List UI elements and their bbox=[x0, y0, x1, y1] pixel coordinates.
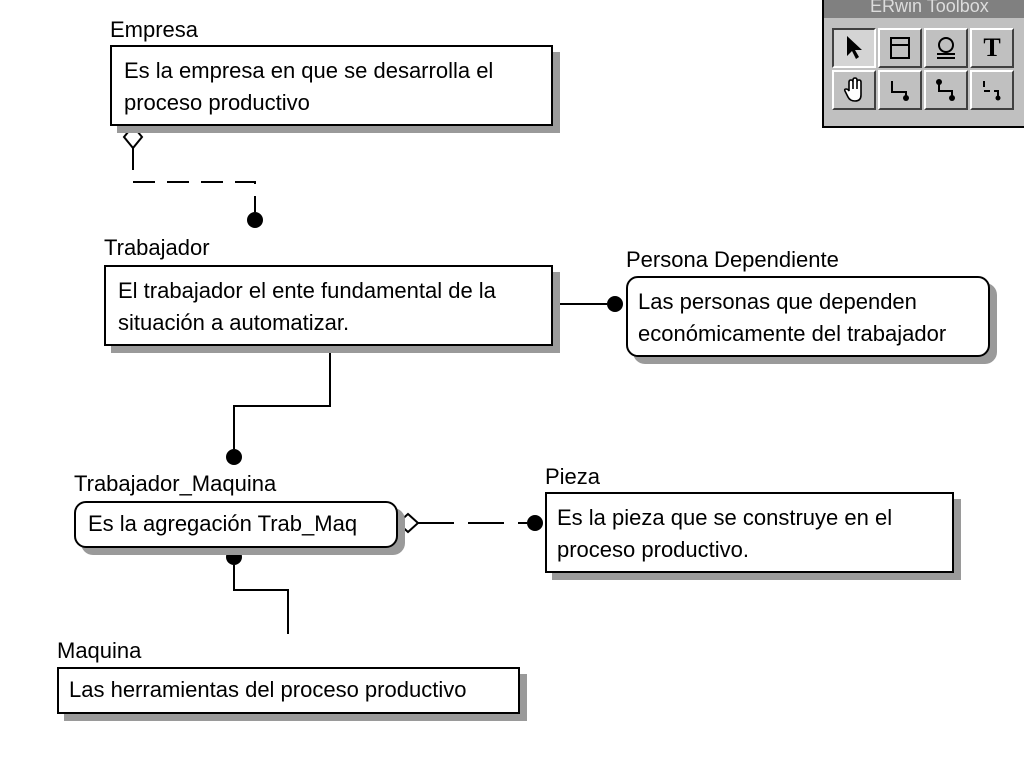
entity-name-maquina: Maquina bbox=[57, 638, 142, 663]
relationship-maquina-trabmaq[interactable] bbox=[233, 565, 289, 634]
entity-definition-line: Es la agregación Trab_Maq bbox=[88, 511, 358, 536]
entity-name-persona-dependiente: Persona Dependiente bbox=[626, 247, 839, 272]
dot-marker-pieza bbox=[527, 515, 543, 531]
non-identifying-relationship-icon[interactable] bbox=[970, 70, 1014, 110]
entity-definition-line: situación a automatizar. bbox=[118, 310, 350, 335]
entity-box-trabajador[interactable]: El trabajador el ente fundamental de la … bbox=[104, 265, 553, 346]
dot-marker-trabmaq-top bbox=[226, 449, 242, 465]
many-to-many-relationship-icon[interactable] bbox=[924, 70, 968, 110]
relationship-trabajador-trabmaq[interactable] bbox=[233, 346, 331, 449]
entity-box-pieza[interactable]: Es la pieza que se construye en el proce… bbox=[545, 492, 954, 573]
dot-marker-trabmaq-bottom bbox=[226, 549, 242, 565]
entity-definition-line: proceso productivo. bbox=[557, 537, 749, 562]
diamond-marker-empresa bbox=[122, 124, 144, 150]
entity-name-pieza: Pieza bbox=[545, 464, 601, 489]
dot-marker-trabajador bbox=[247, 212, 263, 228]
entity-definition-line: Es la empresa en que se desarrolla el bbox=[124, 58, 494, 83]
entity-icon[interactable] bbox=[878, 28, 922, 68]
identifying-relationship-icon[interactable] bbox=[878, 70, 922, 110]
entity-box-maquina[interactable]: Las herramientas del proceso productivo bbox=[57, 667, 520, 714]
entity-definition-line: El trabajador el ente fundamental de la bbox=[118, 278, 496, 303]
entity-box-persona-dependiente[interactable]: Las personas que dependen económicamente… bbox=[626, 276, 990, 357]
entity-box-trabajador-maquina[interactable]: Es la agregación Trab_Maq bbox=[74, 501, 398, 548]
category-icon[interactable] bbox=[924, 28, 968, 68]
entity-name-empresa: Empresa bbox=[110, 17, 199, 42]
text-tool-label: T bbox=[983, 33, 1001, 62]
entity-definition-line: Las personas que dependen bbox=[638, 289, 917, 314]
hand-icon[interactable] bbox=[832, 70, 876, 110]
entity-definition-line: Es la pieza que se construye en el bbox=[557, 505, 893, 530]
text-icon[interactable]: T bbox=[970, 28, 1014, 68]
diamond-marker-trabmaq bbox=[396, 512, 420, 534]
entity-definition-line: proceso productivo bbox=[124, 90, 310, 115]
entity-name-trabajador-maquina: Trabajador_Maquina bbox=[74, 471, 277, 496]
relationship-empresa-trabajador[interactable] bbox=[132, 148, 256, 212]
erwin-toolbox: ERwin Toolbox T bbox=[822, 0, 1024, 128]
toolbox-title[interactable]: ERwin Toolbox bbox=[824, 0, 1024, 18]
entity-name-trabajador: Trabajador bbox=[104, 235, 210, 260]
entity-definition-line: económicamente del trabajador bbox=[638, 321, 947, 346]
select-pointer-icon[interactable] bbox=[832, 28, 876, 68]
entity-definition-line: Las herramientas del proceso productivo bbox=[69, 677, 467, 702]
dot-marker-persona bbox=[607, 296, 623, 312]
entity-box-empresa[interactable]: Es la empresa en que se desarrolla el pr… bbox=[110, 45, 553, 126]
